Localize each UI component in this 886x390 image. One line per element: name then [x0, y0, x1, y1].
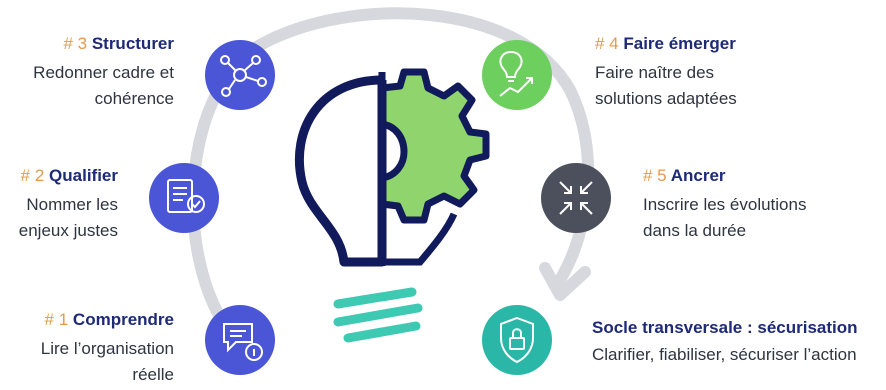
- step-desc-line: cohérence: [94, 89, 174, 108]
- step-label-comprendre: # 1 Comprendre Lire l’organisation réelle: [41, 310, 174, 388]
- step-desc-line: solutions adaptées: [595, 89, 737, 108]
- step-title: Qualifier: [49, 166, 118, 185]
- bulb-outline: [294, 75, 387, 267]
- step-number: # 4: [595, 34, 619, 53]
- step-number: # 2: [20, 166, 45, 185]
- step-title: Faire émerger: [623, 34, 736, 53]
- arrows-inward-icon: [559, 181, 593, 215]
- step-desc-line: Nommer les: [26, 195, 118, 214]
- bulb-base-bars: [333, 287, 423, 343]
- gear-half: [378, 68, 490, 224]
- lightbulb-gear-icon: [294, 68, 490, 267]
- step-desc-line: Lire l’organisation: [40, 339, 174, 358]
- chat-info-icon: [223, 323, 263, 361]
- step-title: Structurer: [91, 34, 174, 53]
- step-title: Comprendre: [72, 310, 174, 329]
- step-desc-line: réelle: [132, 365, 174, 384]
- step-desc-line: enjeux justes: [18, 221, 118, 240]
- step-label-qualifier: # 2 Qualifier Nommer les enjeux justes: [19, 166, 118, 244]
- base-desc: Clarifier, fiabiliser, sécuriser l’actio…: [592, 345, 857, 364]
- step-desc-line: Inscrire les évolutions: [643, 195, 807, 214]
- step-circle-ancrer: [541, 163, 611, 233]
- step-number: # 5: [643, 166, 667, 185]
- step-desc-line: dans la durée: [643, 221, 747, 240]
- step-circle-comprendre: [205, 305, 275, 375]
- step-label-faire-emerger: # 4 Faire émerger Faire naître des soluti…: [595, 34, 737, 112]
- base-label-securisation: Socle transversale : sécurisation Clarif…: [592, 318, 858, 368]
- step-number: # 1: [44, 310, 69, 329]
- shield-lock-icon: [500, 316, 534, 364]
- step-title: Ancrer: [670, 166, 726, 185]
- step-circle-socle: [482, 305, 552, 375]
- step-label-ancrer: # 5 Ancrer Inscrire les évolutions dans l…: [643, 166, 806, 244]
- step-circle-qualifier: [149, 163, 219, 233]
- step-number: # 3: [63, 34, 88, 53]
- step-circle-faire-emerger: [482, 40, 552, 110]
- lightbulb-growth-icon: [499, 50, 533, 97]
- arc-arrowhead: [539, 262, 591, 301]
- document-check-icon: [167, 179, 205, 213]
- step-desc-line: Redonner cadre et: [33, 63, 174, 82]
- base-title: Socle transversale : sécurisation: [592, 318, 858, 337]
- step-circle-structurer: [205, 40, 275, 110]
- network-nodes-icon: [220, 55, 267, 97]
- step-desc-line: Faire naître des: [595, 63, 715, 82]
- step-label-structurer: # 3 Structurer Redonner cadre et cohérenc…: [33, 34, 174, 112]
